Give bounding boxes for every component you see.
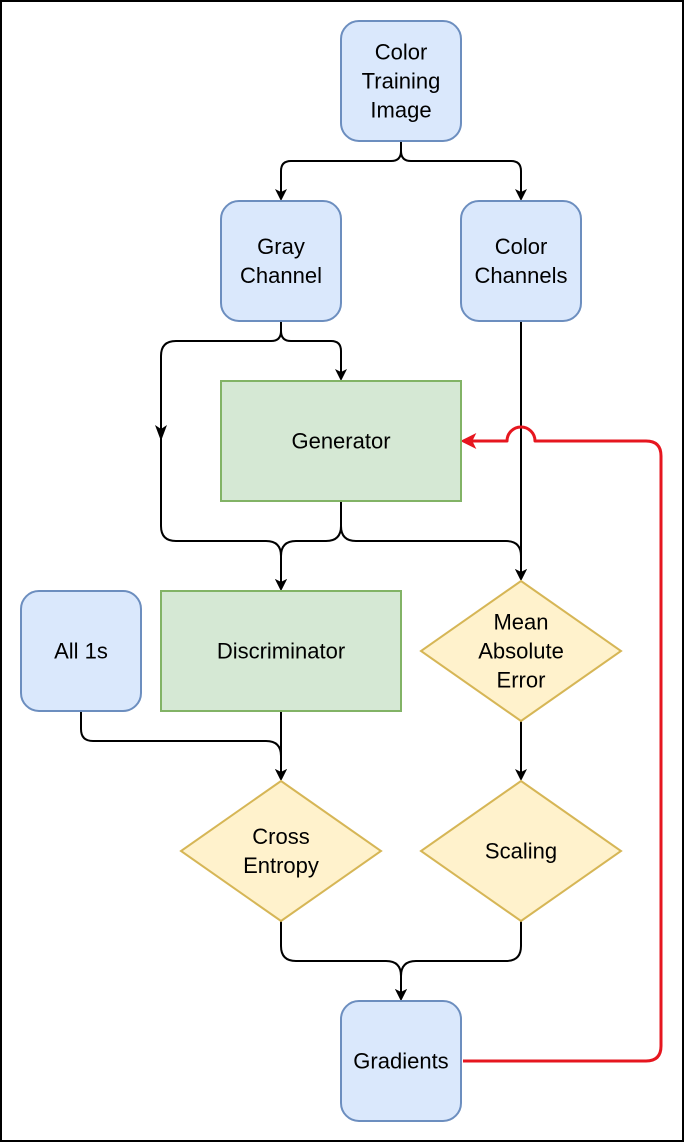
node-label-color-channels: Channels [475, 263, 568, 288]
node-label-color-training-image: Image [370, 98, 431, 123]
edge-gray-channel-to-discriminator [160, 321, 281, 589]
node-shape-cross-entropy [179, 779, 383, 923]
node-shape-mean-absolute-error [419, 579, 623, 723]
node-label-scaling: Scaling [485, 839, 557, 864]
nodes: ColorTrainingImageGrayChannelColorChanne… [20, 20, 623, 1122]
node-shape-scaling [419, 779, 623, 923]
node-shape-color-training-image [340, 20, 462, 142]
node-all-1s: All 1s [20, 590, 142, 712]
edges [80, 141, 663, 1063]
node-label-gray-channel: Channel [240, 263, 322, 288]
edge-all-1s-to-cross-entropy [80, 711, 287, 781]
node-label-cross-entropy: Entropy [243, 853, 319, 878]
node-shape-all-1s [20, 590, 142, 712]
node-label-all-1s: All 1s [54, 639, 108, 664]
node-shape-generator [220, 380, 462, 502]
node-shape-gray-channel [220, 200, 342, 322]
node-generator: Generator [220, 380, 462, 502]
node-label-mean-absolute-error: Mean [493, 610, 548, 635]
node-label-cross-entropy: Cross [252, 824, 309, 849]
node-label-mean-absolute-error: Error [497, 668, 546, 693]
edge-mid-arrowhead [155, 425, 167, 441]
node-label-discriminator: Discriminator [217, 639, 345, 664]
node-scaling: Scaling [419, 779, 623, 923]
node-discriminator: Discriminator [160, 590, 402, 712]
edge-color-training-image-to-gray-channel [275, 141, 402, 201]
node-label-generator: Generator [291, 429, 390, 454]
node-label-color-channels: Color [495, 234, 548, 259]
node-shape-gradients [340, 1000, 462, 1122]
edge-generator-to-discriminator [275, 501, 342, 591]
node-shape-color-channels [460, 200, 582, 322]
node-label-mean-absolute-error: Absolute [478, 639, 564, 664]
node-gradients: Gradients [340, 1000, 462, 1122]
edge-color-training-image-to-color-channels [400, 141, 527, 201]
edge-gradients-to-generator [460, 425, 663, 1063]
edge-generator-to-mean-absolute-error [340, 501, 527, 581]
edge-scaling-to-gradients [395, 921, 522, 1001]
edge-gray-channel-to-generator [280, 321, 347, 381]
node-label-gray-channel: Gray [257, 234, 305, 259]
node-shape-discriminator [160, 590, 402, 712]
node-label-gradients: Gradients [353, 1049, 448, 1074]
node-label-color-training-image: Training [362, 69, 441, 94]
node-label-color-training-image: Color [375, 40, 428, 65]
edge-cross-entropy-to-gradients [280, 921, 407, 1001]
